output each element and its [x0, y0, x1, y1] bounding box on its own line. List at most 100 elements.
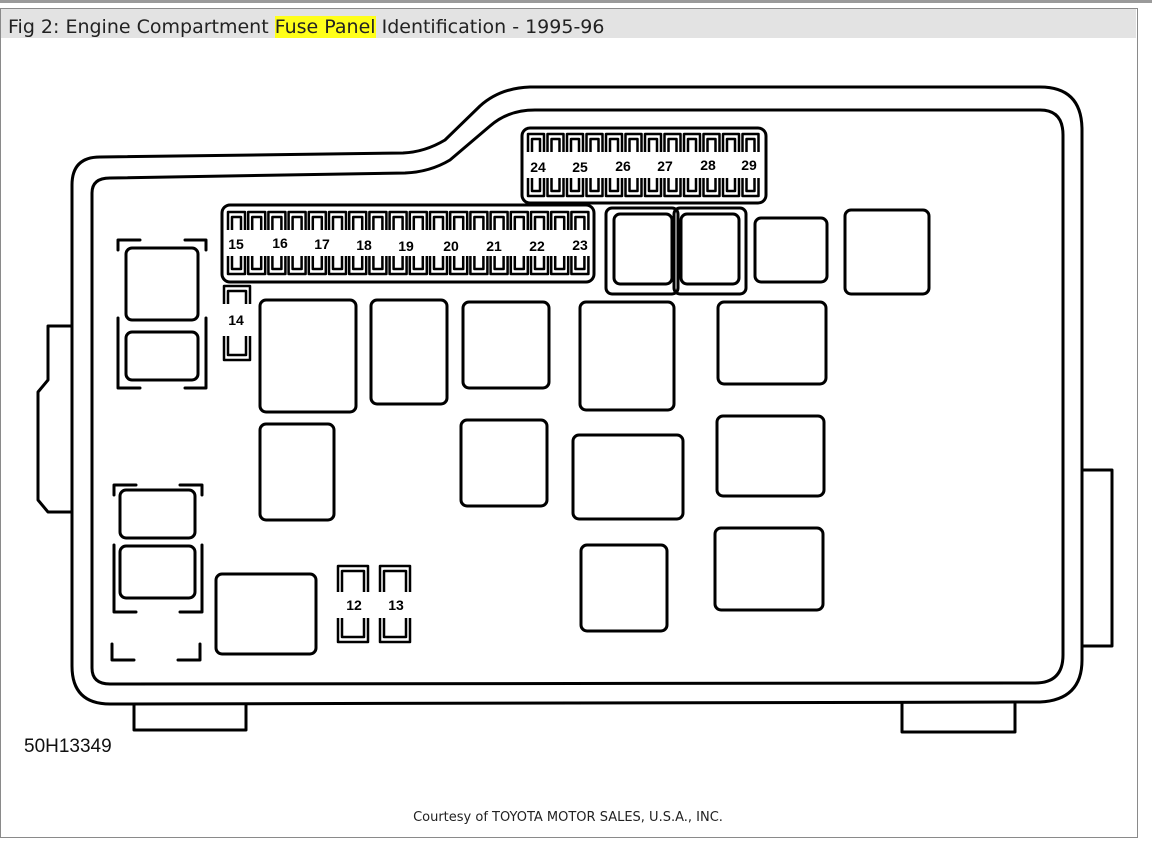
fuse-slot-main-bottom: [529, 256, 550, 276]
relay-b: [679, 212, 741, 286]
fuse-slot-upper-top: [624, 132, 643, 152]
fuse-number-15: 15: [228, 236, 244, 252]
relay-c: [753, 216, 829, 284]
relay-d: [843, 208, 931, 296]
fuse-slot-main-bottom: [287, 256, 307, 276]
fuse-slot-main-top: [368, 210, 388, 230]
fuse-number-27: 27: [657, 158, 673, 174]
fuse-number-13: 13: [388, 597, 404, 613]
fuse-number-16: 16: [272, 235, 288, 251]
fuse-slot-main-bottom: [226, 256, 247, 276]
relay-a: [612, 212, 674, 286]
fuse-slot-upper-top: [565, 132, 585, 152]
relay-12: [214, 572, 318, 656]
relay-left-bottom-b: [118, 544, 197, 600]
figure-title: Fig 2: Engine Compartment Fuse Panel Ide…: [8, 16, 604, 38]
fuse-slot-main-bottom: [267, 256, 287, 276]
fuse-slot-main-bottom: [246, 256, 267, 276]
fuse-slot-main-top: [226, 210, 247, 230]
title-prefix: Fig 2: Engine Compartment: [8, 16, 275, 38]
fuse-number-28: 28: [700, 157, 716, 173]
fuse-slot-main-top: [347, 210, 368, 230]
fuse-slot-main-top: [327, 210, 348, 230]
fuse-number-23: 23: [572, 237, 588, 253]
corner-mark-left: [110, 642, 136, 662]
fuse-number-19: 19: [398, 238, 414, 254]
fuse-slot-upper-bottom: [702, 178, 721, 198]
fuse-slot-upper-bottom: [741, 178, 760, 198]
fuse-slot-main-top: [469, 210, 489, 230]
fuse-slot-upper-top: [604, 132, 624, 152]
fuse-slot-upper-bottom: [682, 178, 702, 198]
fuse-slot-main-top: [287, 210, 307, 230]
fuse-slot-main-bottom: [469, 256, 489, 276]
relay-8: [571, 433, 685, 521]
figure-frame: [0, 8, 1138, 838]
fuse-slot-main-bottom: [327, 256, 348, 276]
fuse-slot-upper-bottom: [624, 178, 643, 198]
relay-5: [716, 300, 828, 386]
fuse-number-22: 22: [529, 238, 545, 254]
fuse-slot-main-top: [428, 210, 449, 230]
relay-1: [258, 298, 358, 414]
fuse-block-15-23-frame: [220, 203, 596, 284]
housing-foot-right: [900, 702, 1017, 734]
fuse-slot-upper-bottom: [526, 178, 546, 198]
relay-socket-left-lower: [116, 328, 208, 390]
relay-left-lower: [124, 330, 200, 382]
fuse-number-14: 14: [228, 312, 244, 328]
title-highlight: Fuse Panel: [274, 16, 376, 38]
window-top-border: [0, 0, 1152, 3]
relay-2: [369, 298, 449, 406]
relay-socket-b-frame: [672, 206, 748, 296]
relay-socket-a-frame: [604, 206, 680, 296]
fuse-slot-main-bottom: [307, 256, 328, 276]
fuse-slot-upper-bottom: [643, 178, 663, 198]
fuse-slot-upper-top: [682, 132, 702, 152]
fuse-slot-upper-top: [741, 132, 760, 152]
fuse-slot-main-bottom: [448, 256, 469, 276]
fuse-slot-upper-bottom: [585, 178, 604, 198]
housing-inner-outline: [90, 108, 1065, 686]
fuse-number-24: 24: [530, 159, 546, 175]
fuse-slot-main-bottom: [388, 256, 408, 276]
fuse-slot-main-top: [408, 210, 429, 230]
relay-4: [578, 300, 676, 412]
fuse-slot-main-top: [307, 210, 328, 230]
fuse-number-25: 25: [572, 159, 588, 175]
relay-3: [461, 300, 551, 390]
housing-foot-left: [132, 702, 248, 732]
figure-credit: Courtesy of TOYOTA MOTOR SALES, U.S.A., …: [413, 810, 723, 825]
fuse-slot-main-bottom: [368, 256, 388, 276]
fuse-number-18: 18: [356, 237, 372, 253]
fuse-number-17: 17: [314, 236, 330, 252]
housing-left-tab: [36, 324, 74, 514]
fuse-12-bottom: [336, 618, 370, 644]
corner-mark-right: [176, 642, 202, 662]
fuse-number-20: 20: [443, 238, 459, 254]
relay-11: [713, 526, 825, 612]
fuse-slot-main-top: [570, 210, 590, 230]
fuse-slot-main-top: [448, 210, 469, 230]
fuse-slot-main-top: [549, 210, 570, 230]
fuse-slot-main-top: [529, 210, 550, 230]
fuse-slot-upper-bottom: [565, 178, 585, 198]
fuse-number-26: 26: [615, 158, 631, 174]
title-suffix: Identification - 1995-96: [375, 16, 605, 38]
relay-left-upper: [124, 246, 200, 322]
fuse-12-top: [336, 564, 370, 592]
fuse-slot-main-top: [509, 210, 530, 230]
fuse-13-top: [378, 564, 412, 592]
fuse-slot-upper-top: [643, 132, 663, 152]
figure-id: 50H13349: [24, 736, 112, 757]
fuse-slot-upper-bottom: [663, 178, 682, 198]
fuse-slot-upper-top: [526, 132, 546, 152]
fuse-slot-main-top: [267, 210, 287, 230]
fuse-slot-upper-top: [702, 132, 721, 152]
fuse-slot-main-bottom: [347, 256, 368, 276]
fuse-number-12: 12: [346, 597, 362, 613]
fuse-slot-main-bottom: [570, 256, 590, 276]
fuse-slot-upper-bottom: [604, 178, 624, 198]
fuse-slot-upper-top: [585, 132, 604, 152]
fuse-number-29: 29: [741, 157, 757, 173]
